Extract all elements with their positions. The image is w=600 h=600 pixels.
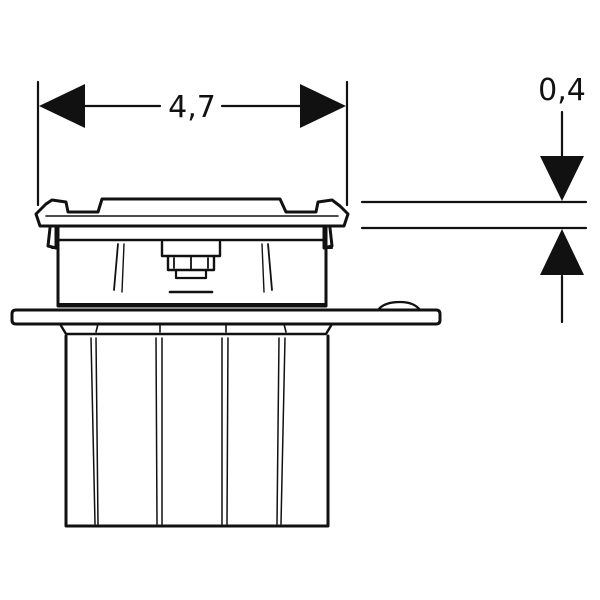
- upper-housing: [56, 226, 328, 308]
- skirt-tick: [95, 323, 99, 333]
- arrowhead-right: [300, 84, 346, 128]
- flange-plate: [10, 308, 442, 326]
- flange-notch: [376, 300, 422, 312]
- arrowhead-up: [540, 229, 584, 275]
- pipe-ribs: [90, 337, 286, 525]
- arrowhead-left: [39, 84, 85, 128]
- top-cover: [34, 197, 350, 228]
- lower-pipe: [64, 334, 330, 528]
- skirt-tick: [283, 323, 287, 333]
- housing-rib: [113, 243, 119, 291]
- clip-left: [46, 226, 58, 250]
- drain-fitting: [10, 197, 442, 528]
- housing-rib: [121, 243, 125, 293]
- thickness-label: 0,4: [538, 73, 586, 108]
- housing-rib: [261, 243, 265, 293]
- arrowhead-down: [540, 156, 584, 201]
- housing-rib: [267, 243, 273, 291]
- center-nut: [160, 240, 222, 294]
- width-dimension: [36, 80, 349, 207]
- flange-skirt: [58, 322, 334, 336]
- thickness-dimension: [360, 110, 588, 324]
- width-label: 4,7: [168, 90, 216, 125]
